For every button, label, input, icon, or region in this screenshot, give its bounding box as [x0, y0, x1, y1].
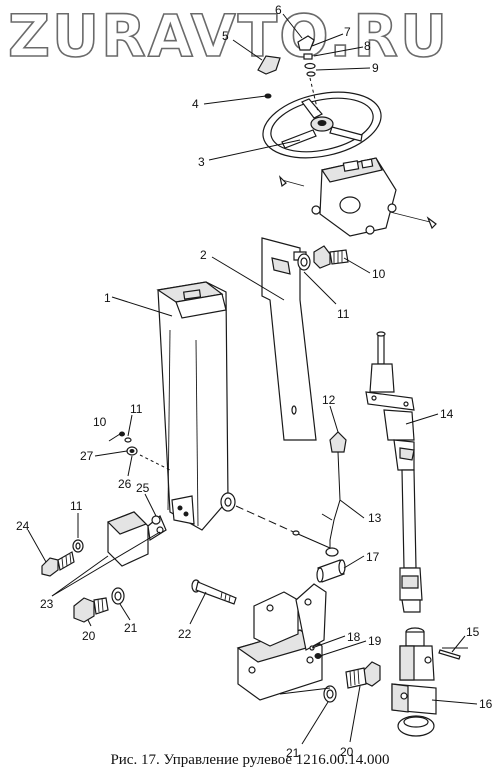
callout-20-left: 20 [82, 629, 96, 643]
callout-11-upper: 11 [337, 307, 350, 321]
callout-7: 7 [344, 25, 351, 39]
callout-23: 23 [40, 597, 54, 611]
callout-8: 8 [364, 39, 371, 53]
figure-caption: Рис. 17. Управление рулевое 1216.00.14.0… [110, 752, 390, 768]
pin [438, 649, 461, 660]
callout-2: 2 [200, 248, 207, 262]
callout-27: 27 [80, 449, 94, 463]
adjustment-lever [292, 431, 347, 557]
steering-wheel [262, 91, 382, 159]
bolt-washer-upper [297, 245, 349, 271]
steering-shaft [365, 331, 423, 613]
bolt-washer-lower-left [73, 587, 125, 623]
wheel-cap-parts [257, 35, 319, 113]
callout-15: 15 [466, 625, 480, 639]
callout-20-right: 20 [340, 745, 354, 759]
callout-22: 22 [178, 627, 192, 641]
callout-6: 6 [275, 3, 282, 17]
callout-9: 9 [372, 61, 379, 75]
callout-3: 3 [198, 155, 205, 169]
mount-bracket-left [41, 511, 167, 577]
callout-5: 5 [222, 29, 229, 43]
callout-24: 24 [16, 519, 30, 533]
callout-21-left: 21 [124, 621, 138, 635]
callout-21-right: 21 [286, 746, 300, 760]
small-fasteners-left [119, 431, 171, 471]
column-housing [156, 281, 299, 535]
callout-14: 14 [440, 407, 454, 421]
base-frame [236, 583, 327, 701]
callout-26: 26 [118, 477, 132, 491]
callout-17: 17 [366, 550, 380, 564]
callouts: 1 2 3 4 5 6 7 8 9 10 10 11 11 11 12 13 1… [16, 3, 493, 760]
callout-12: 12 [322, 393, 336, 407]
callout-4: 4 [192, 97, 199, 111]
long-bolt [191, 579, 237, 605]
steering-gear-unit [391, 627, 468, 737]
callout-19: 19 [368, 634, 382, 648]
watermark: ZURAVTO.RU [7, 1, 450, 71]
callout-18: 18 [347, 630, 361, 644]
callout-16: 16 [479, 697, 493, 711]
sleeve [316, 559, 346, 583]
bolt-washer-lower-right [323, 661, 381, 703]
callout-11-bracket: 11 [70, 499, 83, 513]
callout-10-left: 10 [93, 415, 107, 429]
combination-switch [278, 157, 437, 237]
callout-10-upper: 10 [372, 267, 386, 281]
callout-13: 13 [368, 511, 382, 525]
callout-11-left: 11 [130, 402, 143, 416]
callout-25: 25 [136, 481, 150, 495]
callout-1: 1 [104, 291, 111, 305]
leader-lines [27, 13, 478, 745]
